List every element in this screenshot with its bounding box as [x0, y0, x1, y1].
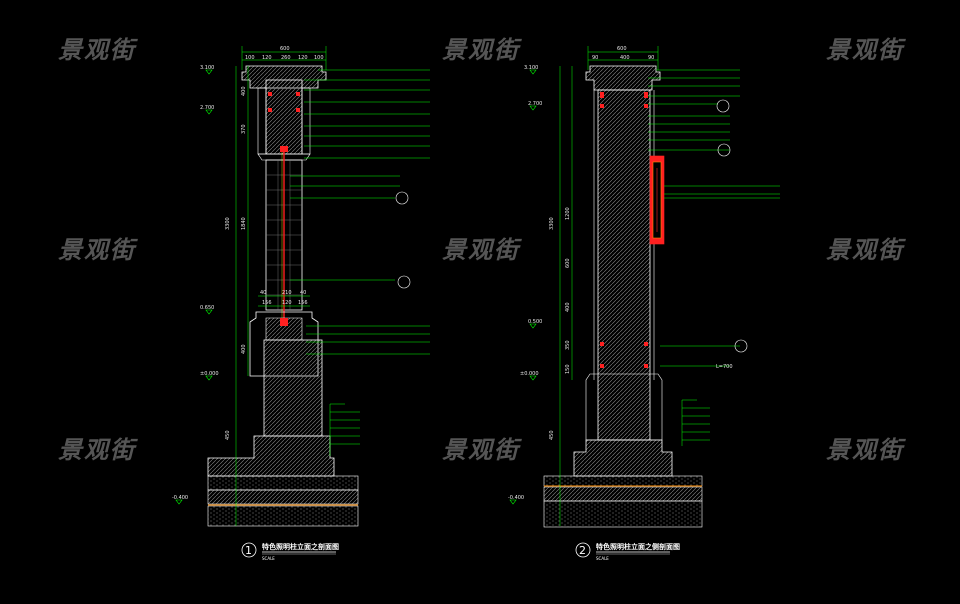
- left-top-dim: 120: [262, 55, 272, 61]
- right-vert-dim: 600: [565, 258, 571, 268]
- left-mid-dim: 40: [300, 290, 306, 296]
- left-elev-label: 0.650: [200, 305, 214, 311]
- sign-panel: [649, 155, 665, 245]
- right-vert-dim: 350: [565, 340, 571, 350]
- right-elev-label: 0.500: [528, 319, 542, 325]
- left-elev-label: -0.400: [172, 495, 188, 501]
- watermark-text: 景观街: [442, 236, 522, 264]
- left-scale-label: SCALE: [262, 556, 275, 561]
- right-top-dim: 90: [648, 55, 654, 61]
- right-elev-label: 3.100: [524, 65, 538, 71]
- right-vert-dim: 3300: [549, 217, 555, 230]
- left-section-title: 特色照明柱立面之剖面图: [262, 542, 339, 551]
- left-section-number: 1: [245, 544, 252, 557]
- right-leader-lines: [648, 69, 780, 446]
- detail-callout-icon: [397, 275, 411, 289]
- watermark-text: 景观街: [58, 36, 138, 64]
- detail-callout-icon: [717, 143, 731, 157]
- right-section-number: 2: [579, 544, 586, 557]
- left-elev-label: ±0.000: [200, 371, 219, 377]
- section-number-badge: [575, 542, 591, 558]
- watermark-text: 景观街: [58, 236, 138, 264]
- watermark-text: 景观街: [826, 36, 906, 64]
- right-top-dim: 90: [592, 55, 598, 61]
- watermark-text: 景观街: [826, 436, 906, 464]
- left-top-dim: 120: [298, 55, 308, 61]
- left-vert-dim: 370: [241, 124, 247, 134]
- left-mid-dim: 120: [282, 300, 292, 306]
- left-mid-dim: 40: [260, 290, 266, 296]
- left-leader-lines: [290, 69, 430, 456]
- lamp-fixture-icon: [600, 92, 648, 368]
- right-overall-width: 600: [617, 46, 627, 52]
- elevation-marker-icon: [175, 69, 213, 505]
- watermark-text: 景观街: [58, 436, 138, 464]
- watermark-text: 景观街: [442, 36, 522, 64]
- left-vert-dim: 1840: [241, 217, 247, 230]
- watermark-text: 景观街: [442, 436, 522, 464]
- left-mid-dim: 210: [282, 290, 292, 296]
- left-mid-dim: 156: [262, 300, 272, 306]
- left-top-dim: 100: [245, 55, 255, 61]
- left-vert-dim: 400: [241, 86, 247, 96]
- left-section-drawing: 600 100 120 260 120 100: [172, 46, 430, 561]
- section-number-badge: [241, 542, 257, 558]
- left-overall-width: 600: [280, 46, 290, 52]
- right-vert-dim: 150: [565, 364, 571, 374]
- right-top-dim: 400: [620, 55, 630, 61]
- left-top-dim: 100: [314, 55, 324, 61]
- right-section-drawing: 600 90 400 90: [508, 46, 780, 561]
- detail-callout-icon: [395, 191, 409, 205]
- right-vert-dim: 450: [549, 430, 555, 440]
- elevation-marker-icon: [509, 69, 537, 505]
- right-scale-label: SCALE: [596, 556, 609, 561]
- right-elev-label: 2.700: [528, 101, 542, 107]
- left-elev-label: 3.100: [200, 65, 214, 71]
- left-elev-label: 2.700: [200, 105, 214, 111]
- detail-callout-icon: [716, 99, 730, 113]
- lamp-fixture-icon: [268, 92, 300, 152]
- watermark-text: 景观街: [826, 236, 906, 264]
- right-vert-dim: 400: [565, 302, 571, 312]
- left-top-dim: 260: [281, 55, 291, 61]
- right-section-title: 特色照明柱立面之侧剖面图: [596, 542, 680, 551]
- left-mid-dim: 156: [298, 300, 308, 306]
- right-elev-label: ±0.000: [520, 371, 539, 377]
- left-vert-dim: 3300: [225, 217, 231, 230]
- detail-callout-icon: [734, 339, 748, 353]
- watermark-group: 景观街 景观街 景观街 景观街 景观街 景观街 景观街 景观街 景观街: [58, 36, 906, 464]
- left-vert-dim: 450: [225, 430, 231, 440]
- right-elev-label: -0.400: [508, 495, 524, 501]
- left-vert-dim: 400: [241, 344, 247, 354]
- right-note-value: L=700: [716, 364, 733, 370]
- right-vert-dim: 1200: [565, 207, 571, 220]
